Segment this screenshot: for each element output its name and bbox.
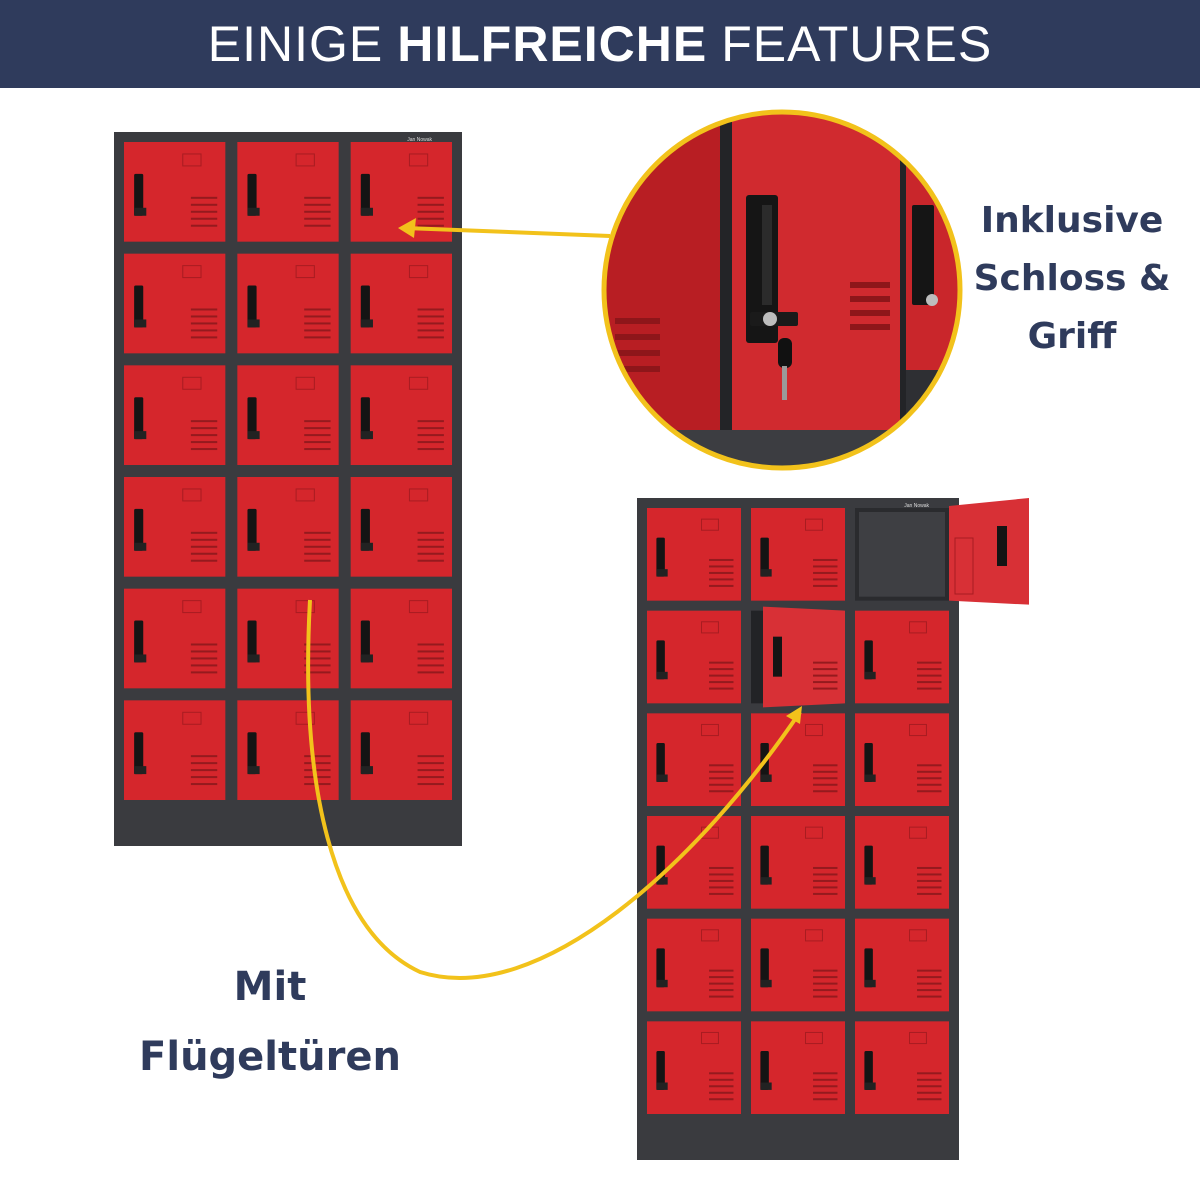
lock-zoom-circle (601, 109, 963, 471)
lock-handle-icon (360, 285, 370, 328)
locker-door (855, 816, 949, 909)
lock-handle-icon (134, 173, 144, 216)
lock-handle-icon (247, 173, 257, 216)
lock-handle-icon (247, 732, 257, 775)
locker-cabinet-closed: Jan Nowak (114, 132, 462, 846)
arrow-to-wing-door (306, 599, 802, 980)
locker-door (124, 700, 226, 800)
lock-handle-icon (656, 1050, 665, 1090)
locker-door (350, 588, 452, 689)
lock-handle-icon (134, 620, 144, 663)
locker-cabinet-open: Jan Nowak (637, 498, 1029, 1160)
lock-handle-icon (656, 742, 665, 782)
lock-handle-icon (134, 732, 144, 775)
lock-handle-icon (656, 640, 665, 680)
locker-door (124, 253, 226, 354)
locker-door (237, 253, 339, 354)
lock-handle-icon (247, 508, 257, 551)
locker-door (124, 142, 226, 242)
arrow-head-icon (786, 706, 802, 724)
lock-handle-icon (864, 640, 873, 680)
wing-door-callout-line: Flügeltüren (139, 1034, 401, 1080)
ajar-wing-door (763, 606, 845, 708)
wing-door-callout-line: Mit (233, 964, 307, 1010)
lock-handle-icon (760, 948, 769, 988)
locker-door (350, 477, 452, 577)
locker-door (647, 508, 741, 601)
wing-door-callout-label: Mit Flügeltüren (110, 952, 430, 1092)
lock-handle-icon (360, 620, 370, 663)
locker-door (751, 1021, 845, 1114)
lock-handle-icon (656, 948, 665, 988)
locker-door (647, 610, 741, 704)
locker-door (855, 610, 949, 704)
lock-callout-line: Griff (1027, 316, 1117, 357)
locker-door (350, 365, 452, 465)
banner-title-part2: FEATURES (721, 16, 993, 72)
header-banner: EINIGE HILFREICHE FEATURES (0, 0, 1200, 88)
lock-handle-icon (360, 173, 370, 216)
locker-door (647, 918, 741, 1012)
lock-handle-icon (360, 397, 370, 440)
locker-door (237, 365, 339, 465)
locker-door (237, 142, 339, 242)
lock-handle-icon (760, 845, 769, 885)
lock-callout-line: Inklusive (980, 200, 1164, 241)
lock-handle-icon (864, 1050, 873, 1090)
lock-handle-icon (134, 397, 144, 440)
lock-callout-label: Inklusive Schloss & Griff (962, 192, 1182, 366)
locker-door (647, 1021, 741, 1114)
lock-handle-icon (247, 620, 257, 663)
locker-door (647, 713, 741, 806)
locker-door (237, 700, 339, 800)
locker-door (855, 1021, 949, 1114)
lock-handle-icon (656, 537, 665, 577)
lock-handle-icon (247, 285, 257, 328)
lock-handle-icon (864, 948, 873, 988)
lock-handle-icon (864, 845, 873, 885)
locker-door (751, 816, 845, 909)
lock-handle-icon (360, 732, 370, 775)
locker-door (350, 700, 452, 800)
locker-door (855, 713, 949, 806)
locker-door (237, 477, 339, 577)
locker-door (124, 588, 226, 689)
lock-handle-icon (360, 508, 370, 551)
banner-title-part1: EINIGE (207, 16, 384, 72)
locker-door (350, 253, 452, 354)
lock-callout-line: Schloss & (973, 258, 1171, 299)
locker-door (124, 477, 226, 577)
arrow-head-icon (398, 218, 416, 238)
banner-title-bold: HILFREICHE (397, 16, 708, 72)
locker-door (751, 508, 845, 601)
lock-handle-icon (247, 397, 257, 440)
brand-plate: Jan Nowak (407, 137, 432, 143)
lock-handle-icon (134, 285, 144, 328)
lock-handle-icon (864, 742, 873, 782)
lock-handle-icon (760, 537, 769, 577)
lock-handle-icon (760, 1050, 769, 1090)
locker-door (855, 918, 949, 1012)
locker-door (237, 588, 339, 689)
locker-door (751, 918, 845, 1012)
open-wing-door (949, 498, 1029, 605)
brand-plate: Jan Nowak (904, 503, 929, 509)
arrow-to-lock (404, 226, 611, 238)
locker-door (647, 816, 741, 909)
lock-handle-icon (134, 508, 144, 551)
locker-door (350, 142, 452, 242)
locker-door (124, 365, 226, 465)
